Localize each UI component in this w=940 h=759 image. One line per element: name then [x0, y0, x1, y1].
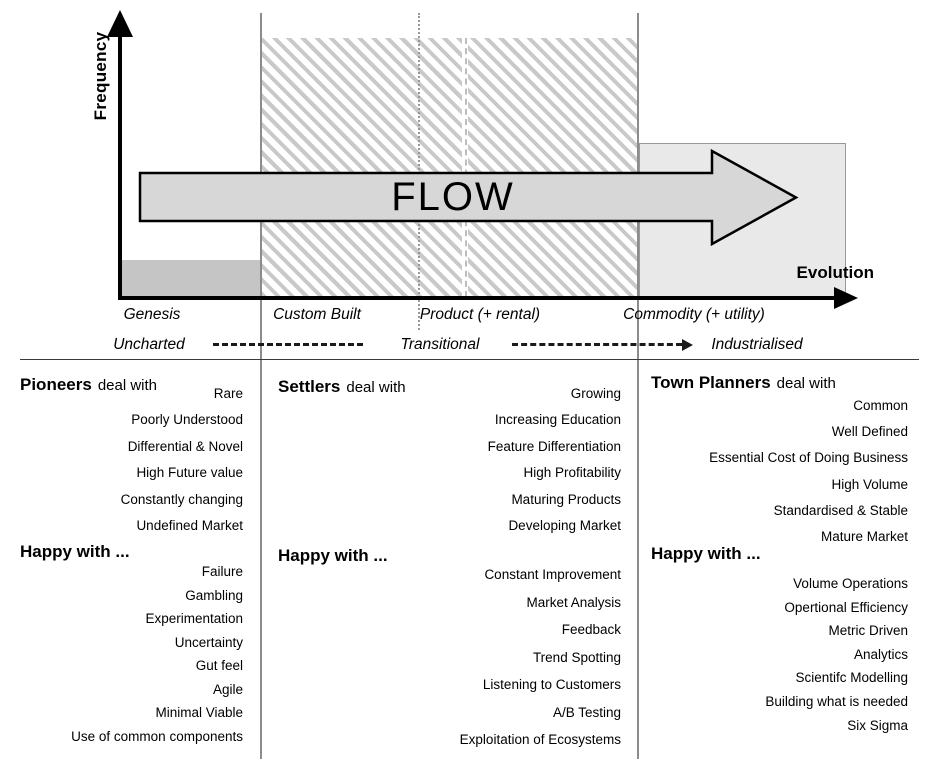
- list-item: Volume Operations: [793, 576, 908, 591]
- list-item: Increasing Education: [494, 412, 621, 428]
- list-item: Standardised & Stable: [773, 502, 908, 518]
- stage-label-custom-built: Custom Built: [273, 306, 361, 323]
- list-item: Undefined Market: [136, 518, 243, 534]
- town-planners-subtitle: deal with: [776, 375, 836, 392]
- x-axis-label: Evolution: [796, 263, 874, 282]
- list-item: Experimentation: [145, 611, 243, 626]
- list-item: High Profitability: [523, 465, 621, 481]
- section-divider-line: [20, 359, 919, 360]
- list-item: Gut feel: [195, 658, 243, 673]
- list-item: Maturing Products: [511, 491, 621, 507]
- flow-label: FLOW: [391, 175, 515, 219]
- list-item: Failure: [201, 564, 243, 579]
- settlers-header: Settlers deal with: [278, 377, 406, 397]
- pioneers-happy-header: Happy with ...: [20, 542, 130, 561]
- settlers-title: Settlers: [278, 377, 341, 396]
- list-item: Developing Market: [508, 518, 621, 534]
- list-item: Constant Improvement: [484, 567, 621, 582]
- list-item: Minimal Viable: [155, 705, 243, 720]
- list-item: A/B Testing: [552, 704, 621, 720]
- town-planners-header: Town Planners deal with: [651, 373, 836, 393]
- list-item: Well Defined: [831, 424, 908, 440]
- list-item: Common: [853, 398, 908, 413]
- x-axis-arrowhead-icon: [834, 287, 858, 309]
- list-item: Growing: [570, 386, 621, 401]
- list-item: Gambling: [185, 587, 243, 603]
- list-item: Essential Cost of Doing Business: [709, 450, 908, 466]
- list-item: High Volume: [831, 476, 908, 492]
- phase-label-transitional: Transitional: [400, 336, 480, 353]
- transitional-industrialised-dashes: [512, 343, 682, 346]
- list-item: Differential & Novel: [127, 438, 243, 454]
- settlers-subtitle: deal with: [346, 379, 406, 396]
- y-axis-label: Frequency: [91, 31, 110, 121]
- list-item: Poorly Understood: [131, 412, 243, 428]
- list-item: Feedback: [561, 622, 621, 637]
- custom-built-boundary-line: [260, 13, 262, 759]
- list-item: Rare: [213, 386, 243, 401]
- list-item: Building what is needed: [765, 693, 908, 709]
- town-planners-happy-header: Happy with ...: [651, 544, 761, 563]
- phase-label-industrialised: Industrialised: [711, 336, 803, 353]
- list-item: High Future value: [136, 465, 243, 481]
- flow-arrow: [138, 148, 799, 247]
- list-item: Constantly changing: [120, 491, 243, 507]
- y-axis-line: [118, 34, 122, 299]
- list-item: Use of common components: [71, 728, 243, 744]
- list-item: Exploitation of Ecosystems: [459, 732, 621, 747]
- stage-label-commodity: Commodity (+ utility): [623, 306, 765, 323]
- list-item: Analytics: [853, 646, 908, 662]
- phase-label-uncharted: Uncharted: [113, 336, 185, 353]
- y-axis-arrowhead-icon: [107, 10, 133, 37]
- list-item: Agile: [212, 681, 243, 697]
- list-item: Metric Driven: [828, 623, 908, 639]
- hatch-divider-dashed-line: [465, 38, 467, 297]
- pioneers-subtitle: deal with: [97, 377, 158, 394]
- town-planners-title: Town Planners: [651, 373, 771, 392]
- dashed-arrowhead-icon: [682, 339, 693, 351]
- product-boundary-dotted-line: [418, 13, 420, 330]
- list-item: Mature Market: [820, 529, 908, 545]
- pioneers-header: Pioneers deal with: [20, 375, 157, 395]
- transitional-hatched-region: [262, 38, 637, 297]
- list-item: Listening to Customers: [482, 677, 621, 692]
- list-item: Feature Differentiation: [487, 438, 621, 454]
- stage-label-genesis: Genesis: [123, 306, 181, 323]
- list-item: Six Sigma: [847, 717, 908, 733]
- list-item: Trend Spotting: [532, 649, 621, 665]
- uncharted-transitional-dashes: [213, 343, 363, 346]
- list-item: Uncertainty: [174, 634, 243, 650]
- list-item: Market Analysis: [526, 594, 621, 610]
- commodity-boundary-line: [637, 13, 639, 759]
- x-axis-line: [118, 296, 836, 300]
- pioneers-title: Pioneers: [20, 375, 92, 394]
- list-item: Scientifc Modelling: [795, 670, 908, 686]
- settlers-happy-header: Happy with ...: [278, 546, 388, 565]
- list-item: Opertional Efficiency: [784, 599, 908, 615]
- stage-label-product: Product (+ rental): [419, 306, 541, 323]
- genesis-frequency-bar: [122, 260, 260, 297]
